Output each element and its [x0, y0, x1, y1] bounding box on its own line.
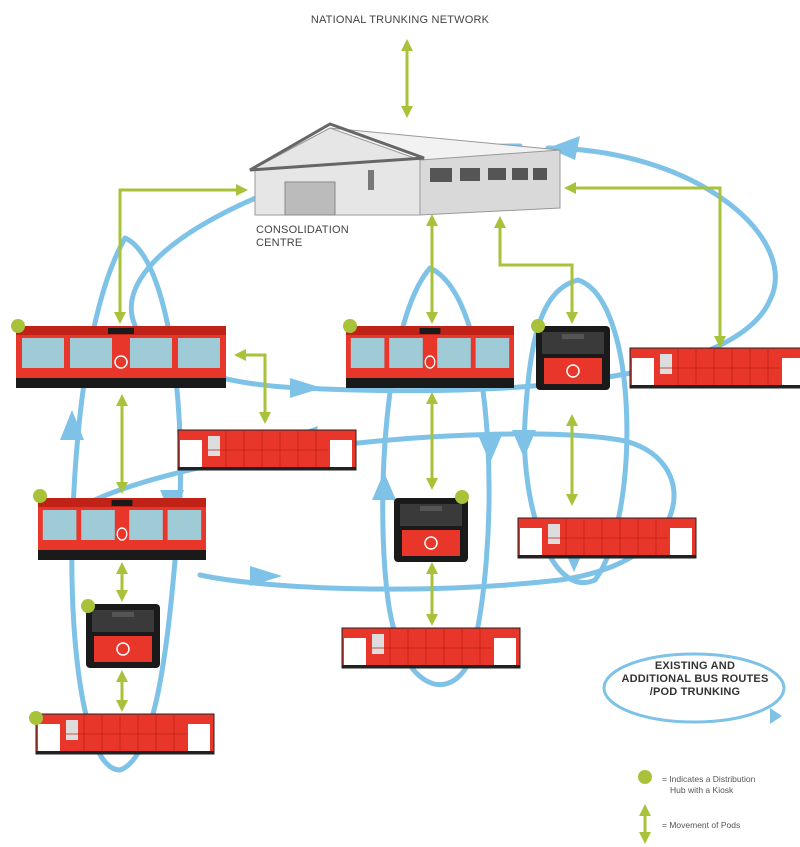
cab-front-lower-left — [85, 603, 161, 669]
bus-side-top-right — [629, 347, 800, 389]
hub-dot-icon — [531, 319, 545, 333]
routes-label-line1: EXISTING AND — [654, 660, 736, 672]
blue-arrow-icon — [548, 136, 580, 160]
cab-front-mid-center — [393, 497, 469, 563]
legend-hub-dot-icon — [638, 770, 652, 784]
hub-dot-icon — [33, 489, 47, 503]
route-loop-center-vertical — [380, 265, 492, 688]
pod-arrow — [234, 349, 271, 424]
hub-dot-icon — [29, 711, 43, 725]
cab-front-top-right — [535, 325, 611, 391]
route-loop-left-vertical — [69, 235, 184, 773]
bus-front-top-center — [345, 325, 515, 389]
legend-hub-text-line1: = Indicates a Distribution — [662, 774, 756, 784]
routes-label-line3: /POD TRUNKING — [649, 686, 741, 698]
hub-dot-icon — [343, 319, 357, 333]
routes-label-line2: ADDITIONAL BUS ROUTES — [621, 673, 769, 685]
blue-arrow-icon — [60, 410, 84, 440]
legend-hub-text-line2: Hub with a Kiosk — [670, 785, 734, 795]
national-trunking-network-label: NATIONAL TRUNKING NETWORK — [310, 14, 490, 26]
bus-side-mid-right — [517, 517, 697, 559]
pod-arrow — [114, 184, 248, 324]
route-direction-arrows — [60, 136, 782, 724]
blue-arrow-icon — [290, 378, 322, 398]
legend-hub-text: = Indicates a Distribution Hub with a Ki… — [662, 774, 800, 796]
hub-dot-icon — [11, 319, 25, 333]
blue-arrow-icon — [478, 435, 502, 463]
bus-front-top-left — [15, 325, 227, 389]
route-loop-right-vertical — [521, 277, 630, 585]
hub-dot-icon — [455, 490, 469, 504]
bus-side-bottom-left — [35, 713, 215, 755]
blue-arrow-icon — [770, 708, 782, 724]
bus-side-lower-center — [341, 627, 521, 669]
bus-front-mid-left — [37, 497, 207, 561]
consolidation-centre-label-line1: CONSOLIDATION — [256, 224, 349, 236]
bus-side-mid-left — [177, 429, 357, 471]
blue-arrow-icon — [512, 430, 536, 458]
consolidation-centre-building — [249, 122, 561, 216]
pod-movement-arrows — [114, 39, 726, 844]
pod-arrow — [564, 182, 726, 348]
consolidation-centre-label-line2: CENTRE — [256, 237, 303, 249]
pod-arrow — [494, 216, 578, 324]
distribution-hub-dots — [11, 319, 652, 784]
blue-arrow-icon — [372, 472, 396, 500]
routes-legend-ellipse — [602, 652, 786, 724]
legend-pod-text: = Movement of Pods — [662, 820, 741, 830]
bus-routes-legend-label: EXISTING AND ADDITIONAL BUS ROUTES /POD … — [604, 660, 786, 699]
consolidation-centre-label: CONSOLIDATION CENTRE — [256, 224, 396, 250]
blue-arrow-icon — [250, 566, 282, 586]
hub-dot-icon — [81, 599, 95, 613]
